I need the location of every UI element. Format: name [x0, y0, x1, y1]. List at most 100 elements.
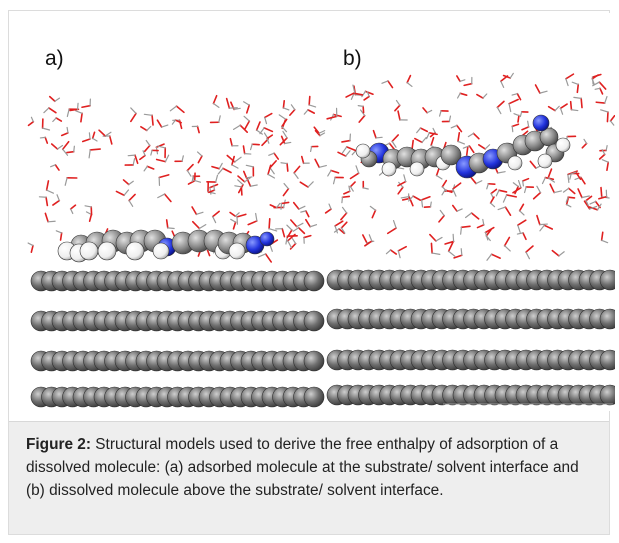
- nitrogen-atom: [532, 114, 550, 132]
- water-molecule: [521, 120, 530, 131]
- water-molecule: [158, 174, 170, 186]
- water-molecule: [122, 179, 134, 186]
- water-molecule: [303, 234, 312, 244]
- water-molecule: [242, 170, 253, 179]
- water-molecule: [155, 154, 170, 163]
- water-molecule: [293, 165, 301, 179]
- water-molecule: [341, 146, 357, 154]
- water-molecule: [450, 124, 463, 133]
- panel-a-adsorbed-model: [27, 94, 327, 408]
- caption-text: Structural models used to derive the fre…: [26, 436, 579, 499]
- water-molecule: [547, 168, 556, 183]
- water-molecule: [516, 232, 527, 241]
- water-molecule: [191, 125, 200, 134]
- water-molecule: [324, 203, 332, 214]
- hydrogen-atom: [537, 153, 553, 169]
- water-molecule: [327, 169, 340, 177]
- water-molecule: [456, 92, 468, 99]
- water-molecule: [476, 93, 488, 99]
- water-molecule: [511, 92, 522, 101]
- water-molecule: [209, 115, 221, 124]
- water-molecule: [289, 104, 296, 116]
- water-molecule: [66, 145, 75, 154]
- water-molecule: [513, 113, 520, 123]
- water-molecule: [357, 105, 365, 114]
- water-molecule: [266, 134, 274, 144]
- water-molecule: [496, 100, 505, 115]
- water-molecule: [350, 92, 364, 100]
- water-molecule: [532, 185, 542, 200]
- water-molecule: [362, 180, 369, 190]
- water-molecule: [503, 236, 511, 252]
- water-molecule: [226, 154, 242, 163]
- water-molecule: [60, 126, 69, 137]
- water-molecule: [588, 203, 602, 211]
- water-molecule: [249, 143, 260, 151]
- water-molecule: [314, 158, 327, 169]
- water-molecule: [281, 118, 288, 133]
- water-molecule: [212, 94, 220, 108]
- water-molecule: [414, 136, 427, 144]
- water-molecule: [255, 121, 263, 135]
- substrate-atom: [599, 269, 615, 291]
- water-molecule: [334, 220, 344, 234]
- water-molecule: [237, 175, 251, 183]
- water-molecule: [534, 84, 548, 94]
- water-molecule: [269, 202, 281, 209]
- water-molecule: [52, 117, 63, 123]
- substrate-atom: [303, 270, 325, 292]
- water-molecule: [84, 205, 93, 216]
- water-molecule: [43, 107, 57, 114]
- water-molecule: [143, 113, 154, 126]
- water-molecule: [601, 159, 610, 172]
- water-molecule: [127, 154, 139, 165]
- water-molecule: [372, 129, 383, 139]
- hydrogen-atom: [228, 242, 246, 260]
- water-molecule: [313, 126, 326, 135]
- water-molecule: [98, 129, 112, 137]
- water-molecule: [486, 253, 501, 261]
- water-molecule: [191, 206, 204, 216]
- water-molecule: [511, 123, 520, 133]
- water-molecule: [429, 233, 443, 242]
- figure-caption: Figure 2: Structural models used to deri…: [9, 421, 609, 534]
- water-molecule: [495, 189, 508, 197]
- water-molecule: [75, 110, 83, 123]
- water-molecule: [571, 81, 580, 94]
- carbon-atom: [440, 144, 462, 166]
- water-molecule: [343, 185, 351, 195]
- water-molecule: [88, 148, 101, 159]
- water-molecule: [243, 115, 251, 130]
- water-molecule: [408, 195, 422, 202]
- water-molecule: [516, 219, 527, 233]
- water-molecule: [435, 167, 443, 180]
- water-molecule: [308, 95, 317, 108]
- water-molecule: [268, 152, 280, 160]
- water-molecule: [363, 91, 370, 101]
- water-molecule: [157, 145, 167, 159]
- water-molecule: [143, 165, 155, 172]
- water-molecule: [391, 134, 400, 148]
- water-molecule: [282, 99, 290, 111]
- water-molecule: [420, 195, 431, 208]
- water-molecule: [247, 212, 258, 226]
- water-molecule: [85, 211, 93, 223]
- water-molecule: [369, 205, 377, 219]
- water-molecule: [44, 212, 56, 223]
- water-molecule: [157, 193, 172, 203]
- water-molecule: [536, 214, 548, 226]
- water-molecule: [562, 187, 576, 195]
- water-molecule: [453, 248, 463, 259]
- water-molecule: [280, 135, 292, 145]
- water-molecule: [268, 217, 278, 232]
- water-molecule: [41, 118, 51, 131]
- water-molecule: [124, 158, 136, 166]
- water-molecule: [69, 102, 79, 112]
- water-molecule: [585, 195, 593, 207]
- water-molecule: [502, 72, 514, 79]
- panel-a-label: a): [45, 47, 64, 70]
- water-molecule: [50, 143, 64, 150]
- water-molecule: [217, 167, 232, 175]
- water-molecule: [441, 115, 452, 123]
- water-molecule: [300, 155, 310, 165]
